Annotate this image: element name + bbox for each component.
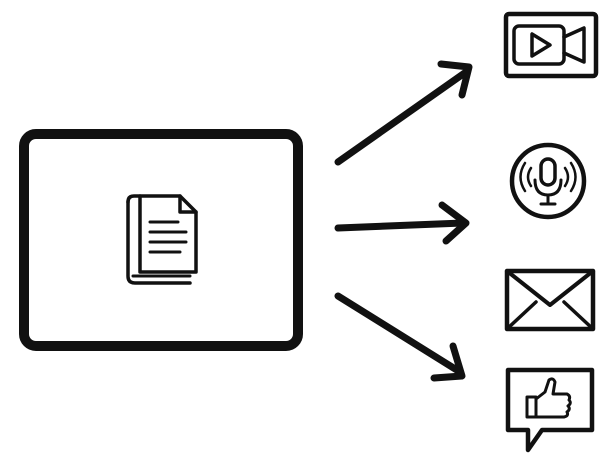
video-camera-icon	[503, 11, 599, 79]
arrow-to-social	[334, 292, 466, 382]
podcast-microphone-icon	[509, 142, 587, 220]
document-book-icon	[126, 194, 198, 285]
arrow-to-video	[334, 60, 473, 166]
source-box	[19, 129, 303, 351]
email-envelope-icon	[504, 268, 596, 332]
social-like-icon	[505, 367, 595, 453]
arrow-to-podcast	[334, 201, 470, 245]
